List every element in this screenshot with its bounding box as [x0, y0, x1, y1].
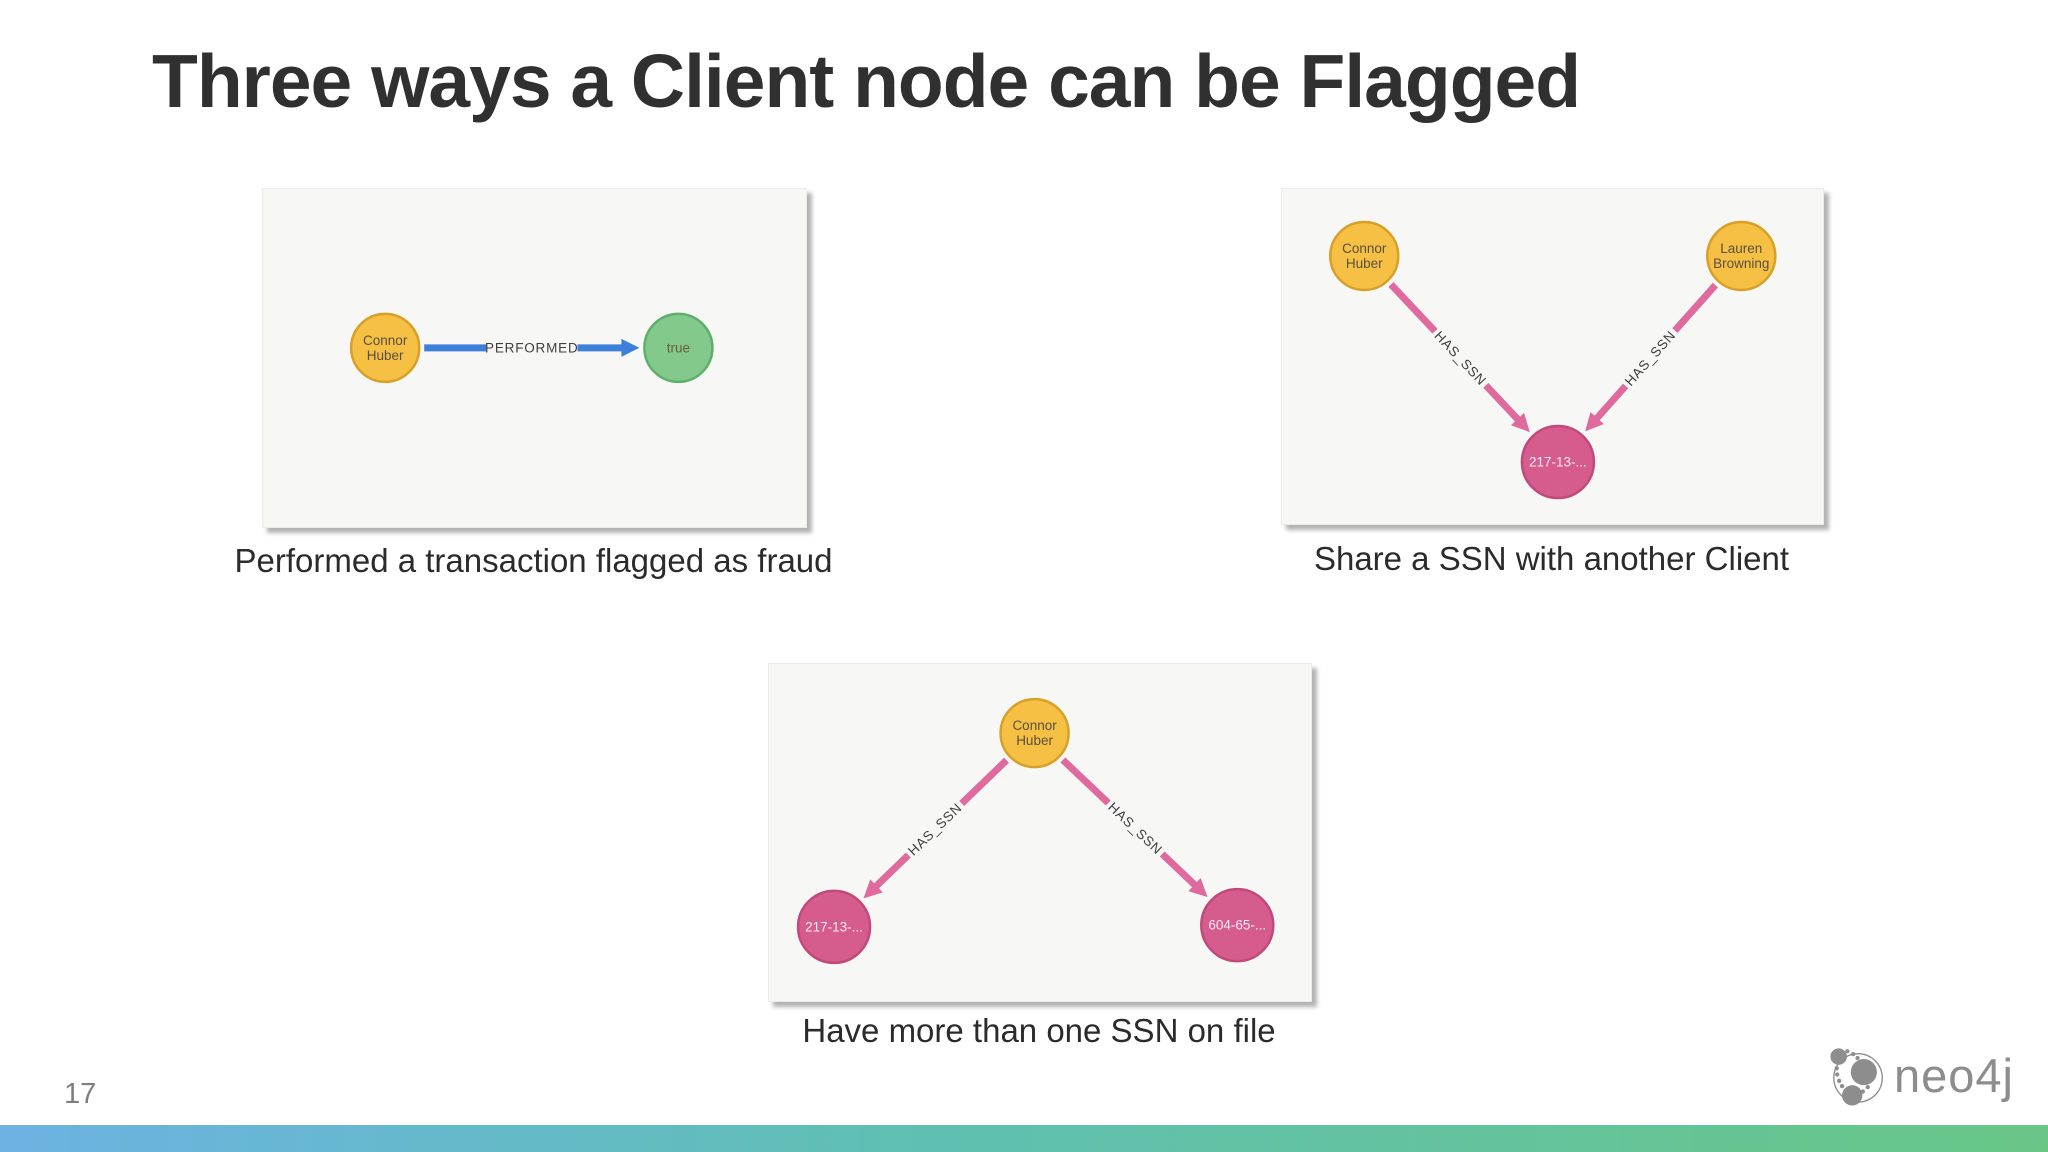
- node-label: 217-13-...: [805, 919, 863, 934]
- node-label: true: [667, 340, 690, 355]
- caption-fraud-transaction: Performed a transaction flagged as fraud: [234, 542, 833, 579]
- footer-gradient-bar: [0, 1125, 2048, 1152]
- graph-node-ssn604: 604-65-...: [1200, 887, 1275, 963]
- graph-node-true: true: [643, 312, 714, 384]
- graph-edge: HAS_SSN: [863, 757, 1009, 899]
- graph-edge: HAS_SSN: [1060, 757, 1208, 897]
- edge-label: HAS_SSN: [1431, 328, 1489, 388]
- caption-shared-ssn: Share a SSN with another Client: [1313, 540, 1790, 577]
- graph-edge: HAS_SSN: [1388, 282, 1530, 433]
- edge-label: HAS_SSN: [1622, 328, 1679, 389]
- page-title: Three ways a Client node can be Flagged: [152, 39, 1581, 123]
- graph-edge: HAS_SSN: [1585, 282, 1718, 432]
- edge-label: HAS_SSN: [1105, 799, 1165, 857]
- graph-node-ssn217: 217-13-...: [1520, 424, 1596, 500]
- edge-label: HAS_SSN: [905, 800, 965, 858]
- edge-label: PERFORMED: [485, 340, 578, 355]
- neo4j-wordmark: neo4j: [1894, 1049, 2014, 1102]
- page-number: 17: [64, 1078, 97, 1110]
- node-label: 217-13-...: [1529, 455, 1587, 470]
- caption-multiple-ssn: Have more than one SSN on file: [802, 1012, 1276, 1049]
- graph-edge: PERFORMED: [424, 336, 640, 359]
- neo4j-graph-icon: [1828, 1044, 1890, 1111]
- neo4j-logo: neo4j: [1828, 1044, 2014, 1111]
- node-label: 604-65-...: [1208, 918, 1266, 933]
- graph-node-ssn217: 217-13-...: [796, 889, 872, 965]
